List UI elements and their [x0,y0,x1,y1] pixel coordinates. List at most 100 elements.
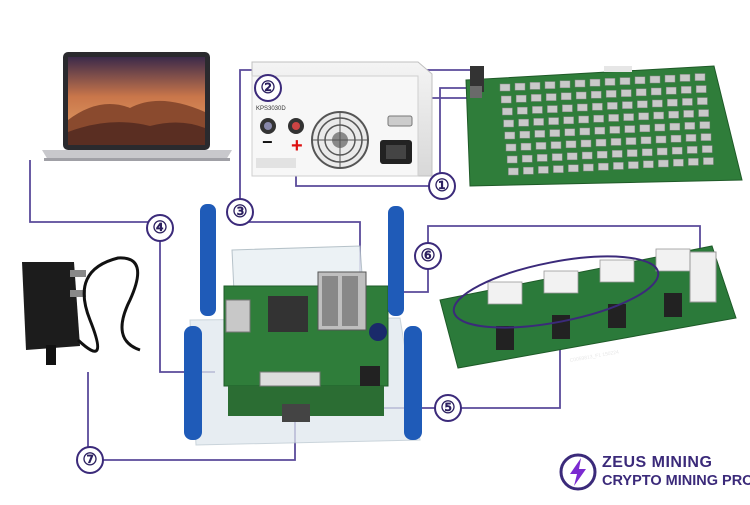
adapter-board: C0059813_F1 150224 [439,245,737,369]
hashboard-chip [682,98,693,106]
hashboard-chip [624,125,636,133]
hashboard-chip [548,117,559,125]
hashboard-chip [700,133,712,141]
hashboard-chip [671,146,683,155]
hashboard-chip [637,100,648,109]
hashboard-chip [604,78,616,86]
hashboard-chip [547,105,558,113]
callout-3: ③ [226,198,254,226]
hashboard-chip [619,77,631,85]
hashboard-chip [560,92,572,101]
hashboard-chip [559,80,571,89]
hashboard-chip [688,158,699,166]
hashboard-chip [608,114,619,122]
hashboard-chip [515,94,527,103]
hashboard-chip [697,97,708,105]
hashboard-chip [598,162,609,171]
hashboard-chip [553,165,564,173]
hashboard-chip [670,134,682,143]
hashboard-chip [519,130,531,139]
hashboard-chip [530,94,542,102]
callout-7: ⑦ [76,446,104,474]
adapter-ic-chip [552,315,570,339]
hashboard-chip [592,102,603,111]
hashboard-chip [658,159,669,168]
hashboard-chip [638,112,649,121]
hashboard-chip [580,139,592,148]
hashboard-chip [613,162,624,170]
brand-block: ZEUS MINING CRYPTO MINING PRO [558,450,750,494]
hashboard-chip [529,82,541,90]
brand-tagline: CRYPTO MINING PRO [602,473,750,489]
hashboard-chip [523,166,534,175]
hashboard-chip [577,103,588,112]
hashboard-chip [550,141,562,149]
psu-minus-sign: − [262,132,273,152]
hashboard-chip [669,122,681,131]
hashboard-chip [581,151,593,160]
hashboard-chip [563,116,574,125]
hashboard-chip [583,163,594,172]
hashboard-chip [679,74,691,82]
hashboard-chip [517,106,528,115]
highlight-ellipse [452,255,660,329]
hashboard-chip [628,161,639,169]
hashboard-chip [610,138,622,146]
adapter-part-label: C0059813_F1 150224 [569,349,619,364]
psu-model-label: KPS3030D [256,106,286,112]
hashboard-chip [635,88,647,97]
power-adapter [22,256,141,365]
hashboard-chip [683,110,694,118]
callout-1: ① [428,172,456,200]
hashboard-chip [640,136,652,145]
adapter-connector [487,281,523,305]
hashboard-chip [536,154,548,162]
hashboard-chip [506,155,518,164]
hashboard-chip [703,157,714,165]
hashboard-chip [626,149,638,157]
hashboard-chip [566,152,578,161]
hashboard-chip [499,83,511,92]
hashboard-chip [701,145,713,153]
hashboard [465,65,743,187]
hashboard-chip [611,150,623,158]
hashboard-chip [508,167,519,176]
hashboard-chip [532,106,543,114]
line-adapter-to-fixture [380,225,701,293]
callout-6: ⑥ [414,242,442,270]
hashboard-chip [565,140,577,149]
hashboard-chip [694,73,706,81]
hashboard-chip [564,128,576,137]
brand-name: ZEUS MINING [602,454,713,471]
hashboard-chip [589,78,601,87]
callout-2: ② [254,74,282,102]
hashboard-chip [653,111,664,120]
hashboard-chip [607,102,618,110]
hashboard-chip [514,82,526,91]
hashboard-chip [544,81,556,89]
adapter-connector [599,259,635,283]
hashboard-chip [667,98,678,107]
hashboard-chip [620,89,632,97]
hashboard-chip [595,138,607,147]
callout-4: ④ [146,214,174,242]
hashboard-chip [605,90,617,98]
hashboard-chip [538,166,549,174]
hashboard-chip [698,109,709,117]
hashboard-chip [673,158,684,167]
hashboard-chip [578,115,589,124]
hashboard-chip [521,154,533,163]
hashboard-chip [545,93,557,101]
hashboard-chip [518,118,529,127]
hashboard-chip [695,85,707,93]
zeus-lightning-logo-icon [559,453,597,491]
hashboard-chip [656,147,668,156]
hashboard-chip [594,126,606,135]
hashboard-chip [680,86,692,94]
laptop [42,52,232,161]
hashboard-chip [593,114,604,123]
hashboard-chip [502,107,513,116]
hashboard-chip [643,160,654,169]
